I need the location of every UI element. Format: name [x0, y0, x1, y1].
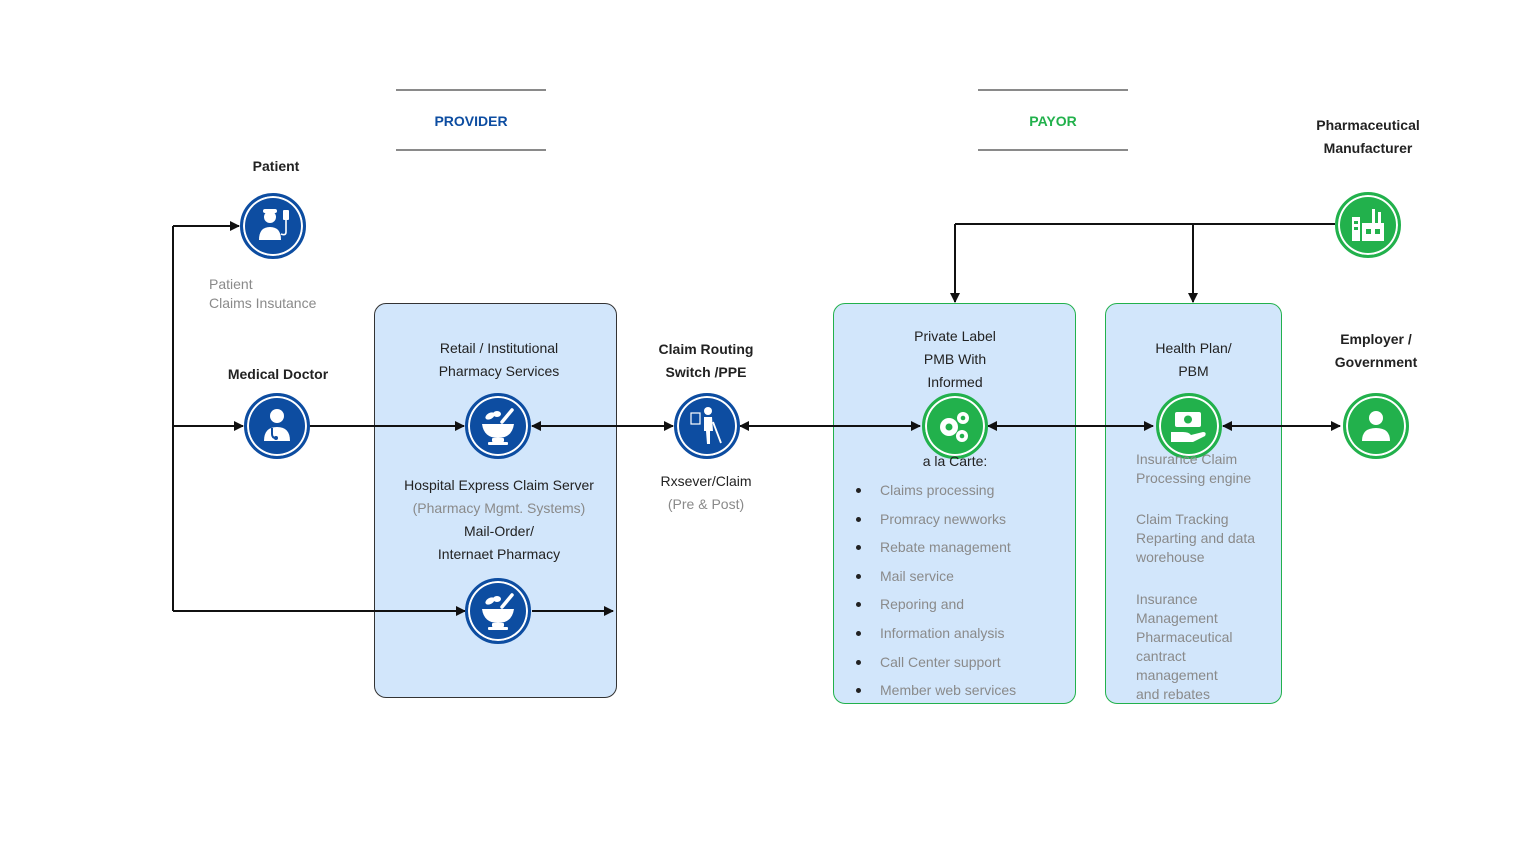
payor-header-bottom-line	[978, 149, 1128, 151]
health-plan-title-line-1: Health Plan/	[1155, 340, 1232, 356]
payor-header-top-line	[978, 89, 1128, 91]
pbm-subtitle: a la Carte:	[922, 453, 988, 469]
payor-header: PAYOR	[1029, 113, 1077, 129]
list-item: Member web services	[856, 680, 1071, 709]
employer-node[interactable]	[1343, 393, 1409, 459]
claim-routing-label: Claim Routing Switch /PPE	[636, 338, 776, 384]
employer-line-1: Employer /	[1340, 331, 1412, 347]
provider-header-bottom-line	[396, 149, 546, 151]
list-item: Call Center support	[856, 652, 1071, 681]
factory-icon	[1352, 209, 1384, 241]
note-line: and rebates	[1136, 686, 1210, 702]
mail-pharmacy-node[interactable]	[465, 578, 531, 644]
blind-person-cane-icon	[690, 407, 722, 444]
note-line: Insurance	[1136, 591, 1198, 607]
pharma-manufacturer-line-2: Manufacturer	[1323, 140, 1413, 156]
health-plan-note-1: Insurance Claim Processing engine	[1136, 450, 1276, 488]
pbm-services-list: Claims processing Promracy newworks Reba…	[856, 480, 1071, 709]
note-line: Pharmaceutical	[1136, 629, 1233, 645]
pbm-node[interactable]	[922, 393, 988, 459]
health-plan-note-2: Claim Tracking Reparting and data woreho…	[1136, 510, 1276, 567]
pharma-manufacturer-line-1: Pharmaceutical	[1316, 117, 1420, 133]
medical-doctor-label: Medical Doctor	[227, 366, 329, 382]
health-plan-node[interactable]	[1156, 393, 1222, 459]
gears-icon	[940, 412, 969, 442]
note-line: Claim Tracking	[1136, 511, 1229, 527]
pms-label: (Pharmacy Mgmt. Systems)	[412, 500, 586, 516]
list-item: Promracy newworks	[856, 509, 1071, 538]
note-line: worehouse	[1136, 549, 1205, 565]
cash-hand-icon	[1171, 412, 1206, 442]
list-item: Reporing and	[856, 594, 1071, 623]
health-plan-title-line-2: PBM	[1178, 363, 1209, 379]
provider-title-line-1: Retail / Institutional	[439, 340, 559, 356]
list-item: Mail service	[856, 566, 1071, 595]
provider-header-top-line	[396, 89, 546, 91]
provider-box-details: Hospital Express Claim Server (Pharmacy …	[374, 474, 624, 566]
pbm-box-title: Private Label PMB With Informed	[835, 325, 1075, 394]
note-line: cantract	[1136, 648, 1186, 664]
list-item: Rebate management	[856, 537, 1071, 566]
note-line: Processing engine	[1136, 470, 1252, 486]
rxserver-label: Rxsever/Claim	[660, 473, 752, 489]
list-item: Information analysis	[856, 623, 1071, 652]
provider-header: PROVIDER	[434, 113, 508, 129]
patient-label: Patient	[252, 158, 300, 174]
note-line: Management	[1136, 610, 1218, 626]
pre-post-label: (Pre & Post)	[667, 496, 745, 512]
hospital-claim-server-label: Hospital Express Claim Server	[404, 477, 594, 493]
employer-label: Employer / Government	[1301, 328, 1451, 374]
doctor-icon	[264, 409, 290, 441]
claim-routing-line-2: Switch /PPE	[665, 364, 747, 380]
note-line: Insurance Claim	[1136, 451, 1238, 467]
manufacturer-node[interactable]	[1335, 192, 1401, 258]
employer-line-2: Government	[1334, 354, 1418, 370]
pbm-title-line-1: Private Label	[914, 328, 996, 344]
patient-note-line-2: Claims Insutance	[209, 295, 317, 311]
patient-note: Patient Claims Insutance	[209, 275, 349, 313]
health-plan-box-title: Health Plan/ PBM	[1105, 337, 1282, 383]
note-line: management	[1136, 667, 1218, 683]
claim-routing-line-1: Claim Routing	[658, 341, 754, 357]
patient-node[interactable]	[240, 193, 306, 259]
pbm-title-line-3: Informed	[927, 374, 983, 390]
mortar-pestle-icon	[482, 593, 514, 630]
note-line: Reparting and data	[1136, 530, 1256, 546]
mail-order-line-1: Mail-Order/	[463, 523, 534, 539]
patient-note-line-1: Patient	[209, 276, 253, 292]
person-icon	[1362, 411, 1390, 441]
pbm-title-line-2: PMB With	[923, 351, 987, 367]
mail-order-line-2: Internaet Pharmacy	[437, 546, 561, 562]
pharma-manufacturer-label: Pharmaceutical Manufacturer	[1293, 114, 1443, 160]
routing-details: Rxsever/Claim (Pre & Post)	[636, 470, 776, 516]
pharmacy-node[interactable]	[465, 393, 531, 459]
pbm-box	[833, 303, 1076, 704]
health-plan-note-3: Insurance Management Pharmaceutical cant…	[1136, 590, 1276, 704]
patient-iv-icon	[259, 209, 289, 240]
health-plan-box	[1105, 303, 1282, 704]
mortar-pestle-icon	[482, 408, 514, 445]
list-item: Claims processing	[856, 480, 1071, 509]
provider-title-line-2: Pharmacy Services	[438, 363, 560, 379]
routing-node[interactable]	[674, 393, 740, 459]
doctor-node[interactable]	[244, 393, 310, 459]
provider-box-title: Retail / Institutional Pharmacy Services	[374, 337, 624, 383]
